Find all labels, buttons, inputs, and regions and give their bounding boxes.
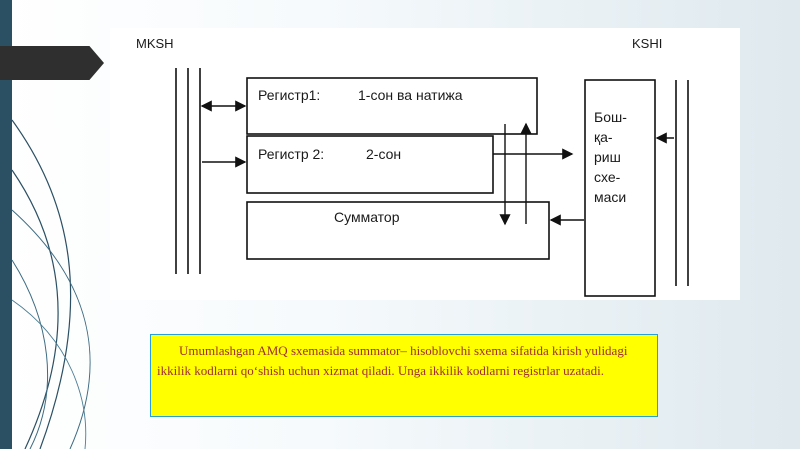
amq-diagram: MKSH KSHI Регистр1: 1-сон ва натижа Реги…	[136, 36, 689, 297]
caption-box: Umumlashgan AMQ sxemasida summator– hiso…	[150, 334, 658, 417]
decorative-curves	[11, 119, 91, 449]
register1-label: Регистр1:	[258, 87, 320, 103]
diagram-panel: MKSH KSHI Регистр1: 1-сон ва натижа Реги…	[110, 28, 740, 300]
control-line: риш	[594, 149, 621, 165]
register1-desc: 1-сон ва натижа	[358, 87, 463, 103]
title-arrow-tab	[0, 46, 104, 80]
register2-box	[246, 135, 494, 194]
register2-desc: 2-сон	[366, 146, 401, 162]
control-line: қа-	[594, 129, 613, 145]
sidebar-accent-band	[0, 0, 12, 449]
caption-text: Umumlashgan AMQ sxemasida summator– hiso…	[157, 343, 628, 378]
adder-label: Сумматор	[334, 209, 400, 225]
control-line: маси	[594, 189, 626, 205]
control-scheme-text: Бош- қа- риш схе- маси	[594, 109, 627, 205]
register2-label: Регистр 2:	[258, 146, 324, 162]
mksh-label: MKSH	[136, 36, 174, 51]
control-scheme-box	[584, 79, 656, 297]
adder-box	[246, 201, 550, 260]
register1-box	[246, 77, 538, 135]
kshi-label: KSHI	[632, 36, 662, 51]
control-line: Бош-	[594, 109, 627, 125]
control-line: схе-	[594, 169, 621, 185]
